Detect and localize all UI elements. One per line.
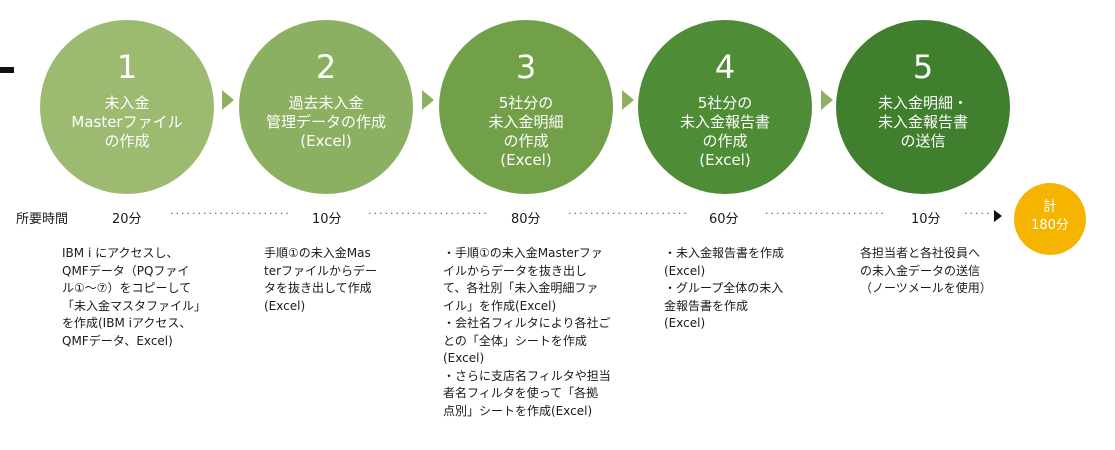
step-4-time: 60分 [709, 212, 739, 227]
step-arrow [821, 90, 833, 110]
total-time-badge: 計 180分 [1014, 183, 1086, 255]
step-arrow [222, 90, 234, 110]
step-5-number: 5 [912, 48, 934, 86]
total-label: 計 [1043, 199, 1057, 215]
step-5-description: 各担当者と各社役員へ の未入金データの送信 （ノーツメールを使用） [860, 246, 992, 295]
dotted-connector: ····· [964, 207, 992, 220]
step-3-time: 80分 [511, 212, 541, 227]
step-4-title: 5社分の 未入金報告書 の作成 (Excel) [679, 94, 770, 169]
step-2-number: 2 [315, 48, 337, 86]
step-3-description: ・手順①の未入金Masterファ イルからデータを抜き出し て、各社別「未入金明… [443, 246, 611, 418]
step-1-time: 20分 [112, 212, 142, 227]
left-edge-mark [0, 67, 14, 73]
step-5-title: 未入金明細・ 未入金報告書 の送信 [877, 94, 968, 150]
step-1-number: 1 [116, 48, 138, 86]
step-4-description: ・未入金報告書を作成 (Excel) ・グループ全体の未入 金報告書を作成 (E… [664, 246, 785, 330]
step-1-circle: 1 未入金 Masterファイル の作成 [40, 20, 214, 194]
step-4-number: 4 [714, 48, 736, 86]
step-1-title: 未入金 Masterファイル の作成 [71, 94, 183, 150]
dotted-connector: ······························· [765, 207, 887, 220]
step-2-circle: 2 過去未入金 管理データの作成 (Excel) [239, 20, 413, 194]
dotted-connector: ······························· [568, 207, 688, 220]
time-required-label: 所要時間 [16, 212, 69, 227]
step-arrow [422, 90, 434, 110]
arrow-right-icon [994, 210, 1002, 222]
dotted-connector: ······························· [170, 207, 290, 220]
step-5-time: 10分 [911, 212, 941, 227]
step-4-circle: 4 5社分の 未入金報告書 の作成 (Excel) [638, 20, 812, 194]
dotted-connector: ······························· [368, 207, 490, 220]
step-1-description: IBM i にアクセスし、 QMFデータ（PQファイ ル①〜⑦）をコピーして 「… [62, 246, 207, 348]
step-3-number: 3 [515, 48, 537, 86]
step-arrow [622, 90, 634, 110]
step-2-title: 過去未入金 管理データの作成 (Excel) [265, 94, 386, 150]
total-value: 180分 [1031, 218, 1069, 233]
step-5-circle: 5 未入金明細・ 未入金報告書 の送信 [836, 20, 1010, 194]
step-2-description: 手順①の未入金Mas terファイルからデー タを抜き出して作成 (Excel) [264, 246, 378, 313]
step-2-time: 10分 [312, 212, 342, 227]
step-3-circle: 3 5社分の 未入金明細 の作成 (Excel) [439, 20, 613, 194]
step-3-title: 5社分の 未入金明細 の作成 (Excel) [488, 94, 564, 169]
